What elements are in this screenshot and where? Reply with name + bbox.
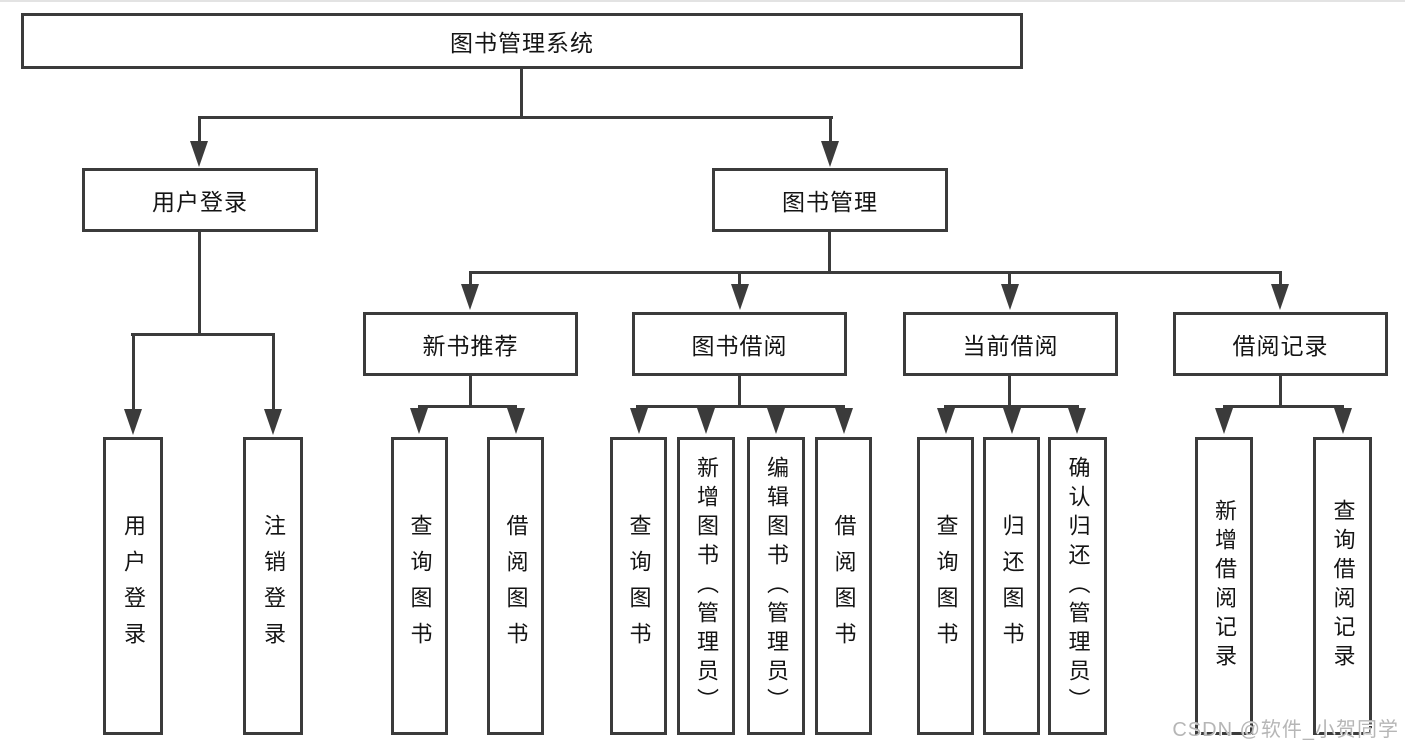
node-label: 图书借阅 (691, 333, 788, 359)
connector-section-stem (1008, 376, 1011, 408)
connector-section-stem (1279, 376, 1282, 408)
arrow-down-icon (835, 408, 853, 434)
leaf-label: 归还图书 (999, 514, 1025, 658)
leaf-label: 借阅图书 (503, 514, 529, 658)
arrow-down-icon (461, 284, 479, 310)
leaf-label: 查询借阅记录 (1330, 499, 1356, 673)
arrow-down-icon (767, 408, 785, 434)
leaf-logout: 注销登录 (243, 437, 303, 735)
arrow-down-icon (1215, 408, 1233, 434)
leaf-label: 确认归还（管理员） (1065, 455, 1091, 717)
leaf-query-books: 查询图书 (610, 437, 667, 735)
arrow-down-icon (630, 408, 648, 434)
connector-to-user-login (198, 116, 201, 144)
node-label: 用户登录 (152, 189, 248, 215)
node-label: 图书管理系统 (450, 30, 594, 56)
arrow-down-icon (410, 408, 428, 434)
arrow-down-icon (697, 408, 715, 434)
node-label: 借阅记录 (1232, 333, 1329, 359)
connector-to-leaf (272, 333, 275, 413)
arrow-down-icon (1068, 408, 1086, 434)
connector-to-book-management (829, 116, 832, 144)
arrow-down-icon (1003, 408, 1021, 434)
connector-to-leaf (132, 333, 135, 413)
arrow-down-icon (821, 141, 839, 167)
leaf-query-borrow-record: 查询借阅记录 (1313, 437, 1372, 735)
node-book-management: 图书管理 (712, 168, 948, 232)
connector-section-crossbar (944, 405, 1079, 408)
connector-section-stem (469, 376, 472, 408)
node-label: 新书推荐 (422, 333, 519, 359)
connector-root-stem (520, 68, 523, 119)
arrow-down-icon (190, 141, 208, 167)
leaf-add-books-admin: 新增图书（管理员） (677, 437, 735, 735)
leaf-label: 查询图书 (407, 514, 433, 658)
leaf-user-login: 用户登录 (103, 437, 163, 735)
arrow-down-icon (1271, 284, 1289, 310)
connector-to-section (1279, 271, 1282, 287)
node-label: 图书管理 (782, 189, 878, 215)
connector-root-crossbar (198, 116, 833, 119)
connector-user-login-crossbar (131, 333, 275, 336)
leaf-borrow-books: 借阅图书 (487, 437, 544, 735)
node-label: 当前借阅 (962, 333, 1059, 359)
connector-user-login-stem (198, 232, 201, 336)
arrow-down-icon (507, 408, 525, 434)
node-user-login: 用户登录 (82, 168, 318, 232)
node-book-borrowing: 图书借阅 (632, 312, 847, 376)
leaf-return-books: 归还图书 (983, 437, 1040, 735)
leaf-label: 用户登录 (121, 514, 146, 658)
arrow-down-icon (124, 409, 142, 435)
leaf-add-borrow-record: 新增借阅记录 (1195, 437, 1253, 735)
leaf-label: 查询图书 (933, 514, 959, 658)
leaf-confirm-return-admin: 确认归还（管理员） (1048, 437, 1107, 735)
leaf-label: 编辑图书（管理员） (764, 455, 789, 717)
arrow-down-icon (264, 409, 282, 435)
connector-book-management-crossbar (469, 271, 1282, 274)
connector-book-management-stem (828, 232, 831, 274)
leaf-label: 新增图书（管理员） (694, 455, 719, 717)
node-root-library-management-system: 图书管理系统 (21, 13, 1023, 69)
connector-section-crossbar (636, 405, 845, 408)
page-top-edge (0, 0, 1405, 2)
leaf-borrow-books: 借阅图书 (815, 437, 872, 735)
leaf-label: 借阅图书 (831, 514, 857, 658)
leaf-query-books: 查询图书 (917, 437, 974, 735)
connector-to-section (469, 271, 472, 287)
connector-to-section (1008, 271, 1011, 287)
leaf-label: 查询图书 (626, 514, 652, 658)
csdn-watermark: CSDN @软件_小贺同学 (1172, 719, 1399, 741)
connector-section-stem (738, 376, 741, 408)
connector-section-crossbar (1223, 405, 1344, 408)
leaf-query-books: 查询图书 (391, 437, 448, 735)
leaf-label: 新增借阅记录 (1212, 499, 1237, 673)
connector-section-crossbar (418, 405, 517, 408)
node-current-borrowing: 当前借阅 (903, 312, 1118, 376)
connector-to-section (738, 271, 741, 287)
node-borrowing-records: 借阅记录 (1173, 312, 1388, 376)
arrow-down-icon (731, 284, 749, 310)
node-new-book-recommendation: 新书推荐 (363, 312, 578, 376)
leaf-label: 注销登录 (261, 514, 286, 658)
arrow-down-icon (1001, 284, 1019, 310)
leaf-edit-books-admin: 编辑图书（管理员） (747, 437, 805, 735)
arrow-down-icon (937, 408, 955, 434)
arrow-down-icon (1334, 408, 1352, 434)
